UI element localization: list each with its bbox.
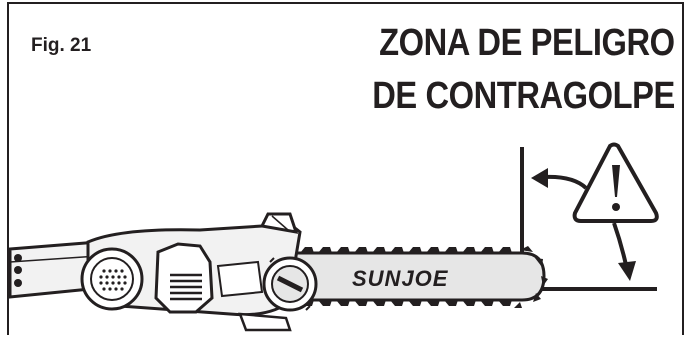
curved-arrow-icon — [531, 168, 588, 190]
figure-title-line-2: DE CONTRAGOLPE — [372, 75, 675, 117]
tension-knob — [262, 256, 318, 312]
motor-cover — [154, 242, 214, 314]
figure-label: Fig. 21 — [31, 35, 92, 56]
pole-saw-illustration: SUNJOE — [8, 212, 548, 332]
figure-frame — [7, 2, 684, 335]
warning-triangle-icon — [572, 142, 659, 223]
figure-title-line-1: ZONA DE PELIGRO — [379, 22, 675, 64]
brand-logo: SUNJOE — [352, 266, 449, 291]
saw-chain — [300, 246, 548, 308]
curved-arrow-icon — [612, 222, 636, 281]
motor-vent — [80, 247, 144, 311]
